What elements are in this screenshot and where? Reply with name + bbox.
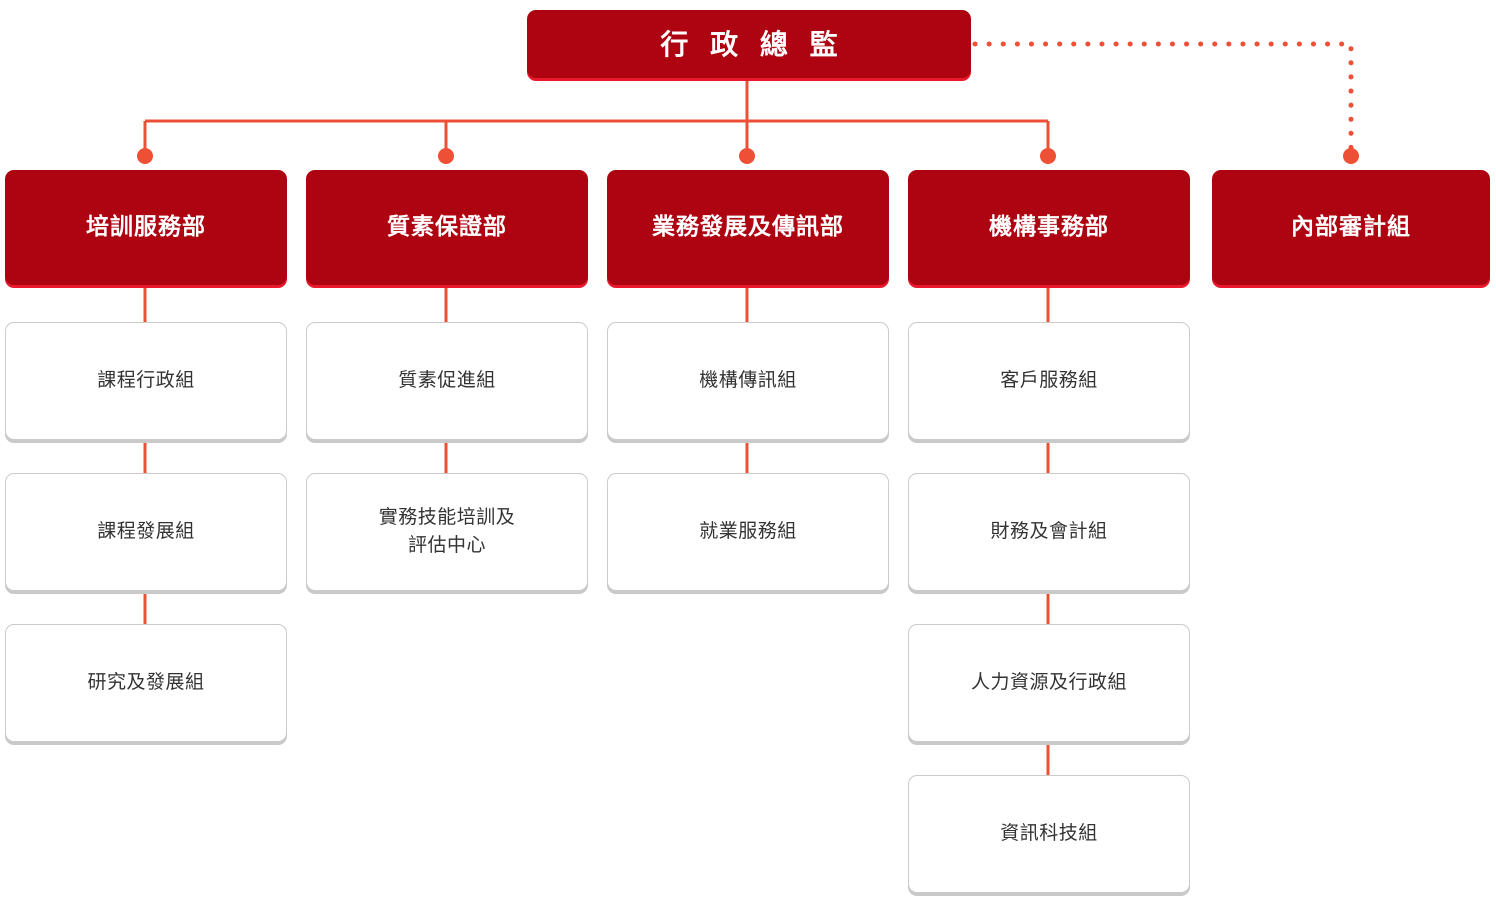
- node-unit-research-development[interactable]: 研究及發展組: [5, 624, 287, 742]
- node-unit-corporate-communications-label: 機構傳訊組: [699, 369, 797, 392]
- node-department-corporate-affairs[interactable]: 機構事務部: [908, 170, 1190, 285]
- node-unit-employment-services[interactable]: 就業服務組: [607, 473, 889, 591]
- connector-dot-dept-3: [739, 148, 755, 164]
- node-unit-information-technology[interactable]: 資訊科技組: [908, 775, 1190, 893]
- node-unit-research-development-label: 研究及發展組: [87, 671, 205, 694]
- node-department-training-services[interactable]: 培訓服務部: [5, 170, 287, 285]
- node-unit-programme-development[interactable]: 課程發展組: [5, 473, 287, 591]
- node-unit-practical-skills-training-assessment-centre[interactable]: 實務技能培訓及 評估中心: [306, 473, 588, 591]
- node-unit-customer-services[interactable]: 客戶服務組: [908, 322, 1190, 440]
- node-unit-programme-development-label: 課程發展組: [97, 520, 195, 543]
- node-unit-information-technology-label: 資訊科技組: [1000, 822, 1098, 845]
- node-department-business-development-communications-label: 業務發展及傳訊部: [652, 213, 844, 240]
- node-unit-finance-accounting-label: 財務及會計組: [990, 520, 1108, 543]
- node-unit-finance-accounting[interactable]: 財務及會計組: [908, 473, 1190, 591]
- node-executive-director[interactable]: 行 政 總 監: [527, 10, 971, 78]
- node-department-corporate-affairs-label: 機構事務部: [989, 213, 1109, 240]
- node-unit-programme-administration[interactable]: 課程行政組: [5, 322, 287, 440]
- node-department-training-services-label: 培訓服務部: [86, 213, 206, 240]
- node-unit-customer-services-label: 客戶服務組: [1000, 369, 1098, 392]
- connector-dotted-audit: [972, 41, 1354, 153]
- node-unit-human-resources-administration[interactable]: 人力資源及行政組: [908, 624, 1190, 742]
- connector-dot-dept-4: [1040, 148, 1056, 164]
- node-unit-corporate-communications[interactable]: 機構傳訊組: [607, 322, 889, 440]
- node-internal-audit-label: 內部審計組: [1291, 213, 1411, 240]
- node-department-quality-assurance[interactable]: 質素保證部: [306, 170, 588, 285]
- connector-dot-audit: [1343, 148, 1359, 164]
- node-unit-quality-enhancement[interactable]: 質素促進組: [306, 322, 588, 440]
- node-internal-audit[interactable]: 內部審計組: [1212, 170, 1490, 285]
- connector-dot-dept-2: [438, 148, 454, 164]
- node-unit-practical-skills-training-assessment-centre-label: 實務技能培訓及 評估中心: [378, 506, 516, 556]
- node-department-quality-assurance-label: 質素保證部: [387, 213, 507, 240]
- node-unit-human-resources-administration-label: 人力資源及行政組: [970, 671, 1127, 694]
- node-unit-employment-services-label: 就業服務組: [699, 520, 797, 543]
- node-executive-director-label: 行 政 總 監: [660, 27, 844, 61]
- connector-dot-dept-1: [137, 148, 153, 164]
- node-unit-quality-enhancement-label: 質素促進組: [398, 369, 496, 392]
- node-unit-programme-administration-label: 課程行政組: [97, 369, 195, 392]
- node-department-business-development-communications[interactable]: 業務發展及傳訊部: [607, 170, 889, 285]
